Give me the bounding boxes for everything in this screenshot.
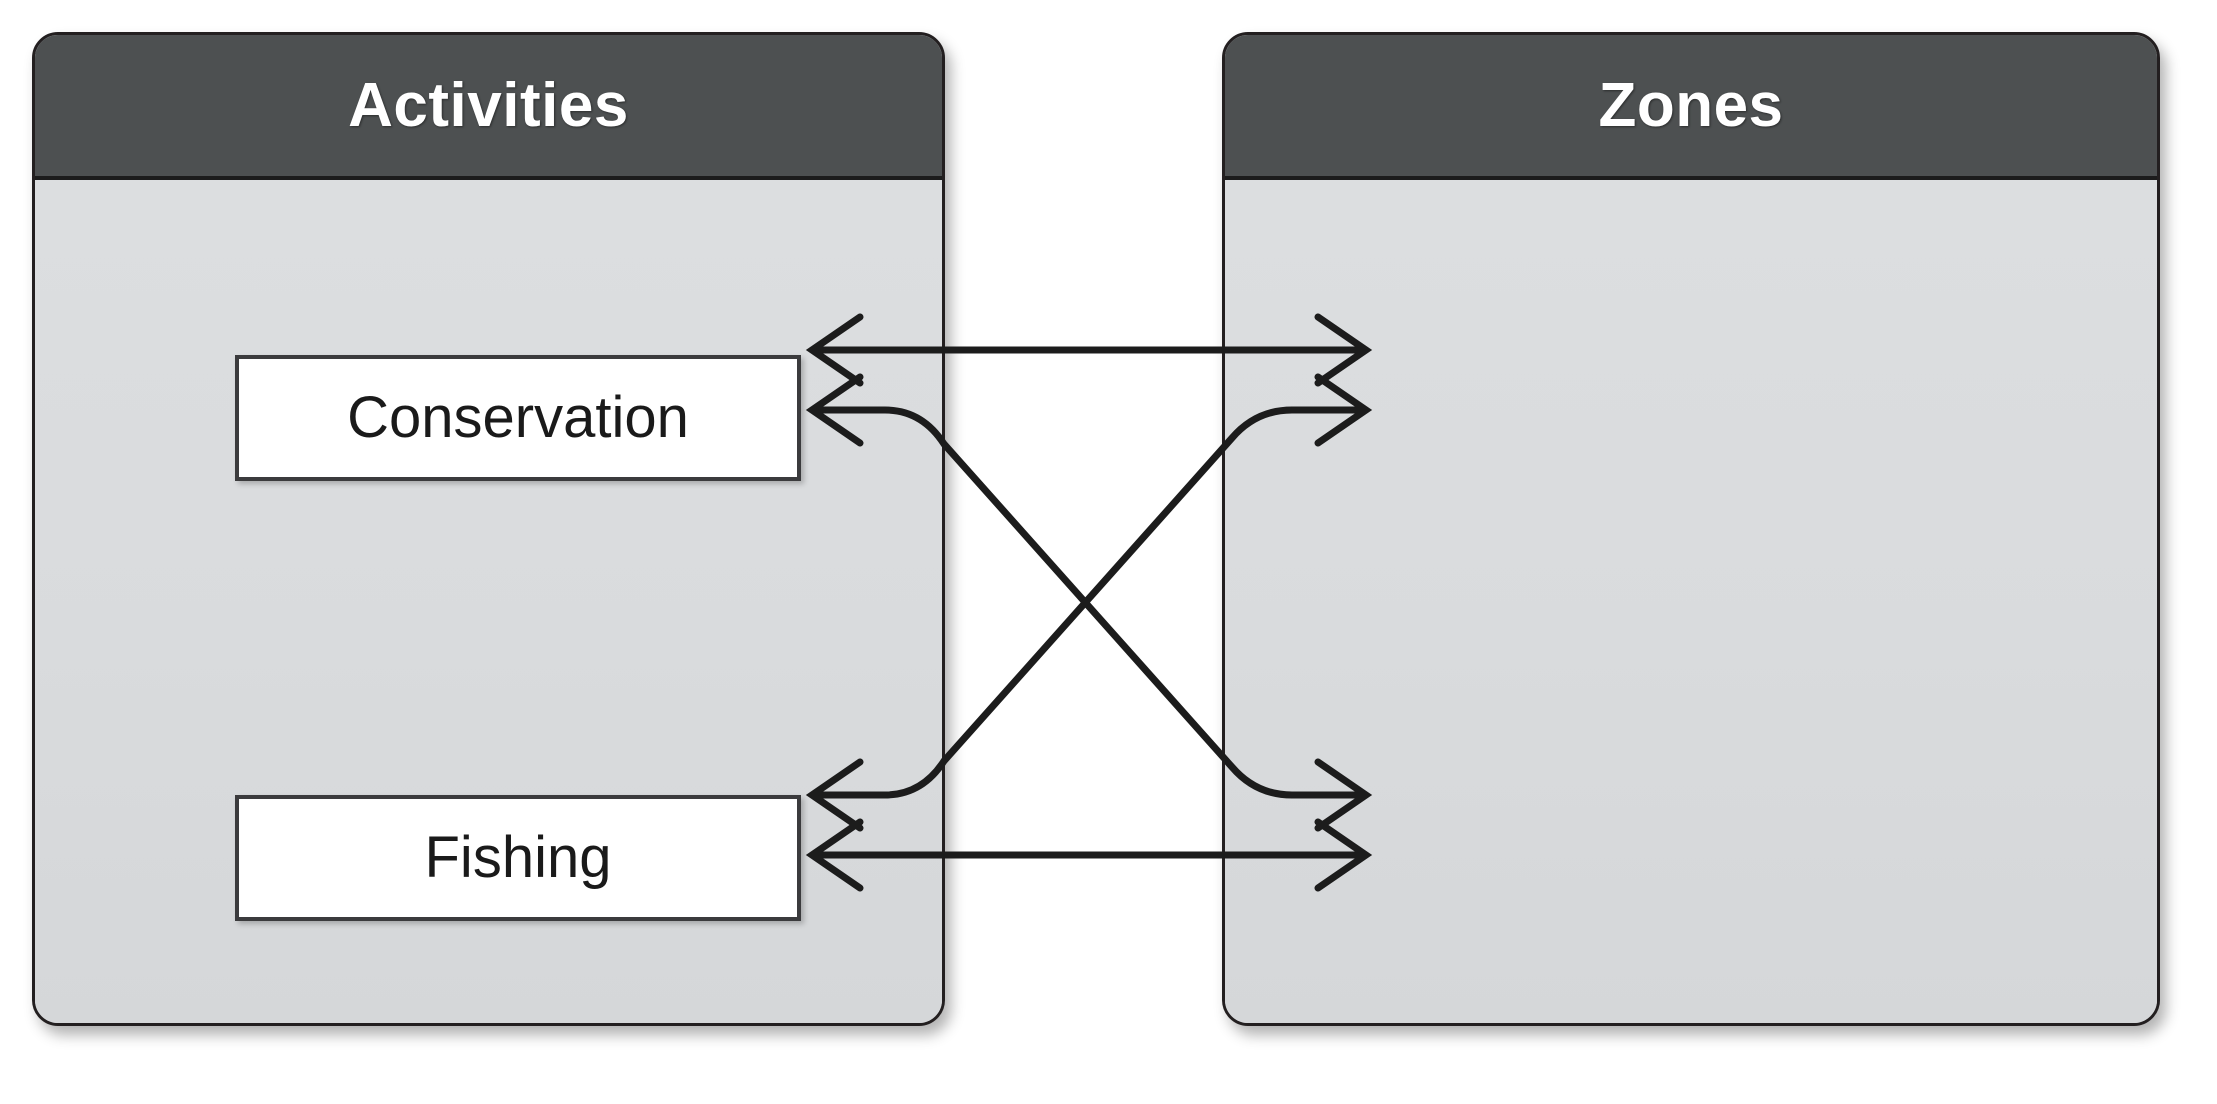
panel-zones-header: Zones (1225, 35, 2157, 180)
item-box-fishing[interactable]: Fishing (235, 795, 801, 921)
panel-activities: Activities Conservation Fishing (32, 32, 945, 1026)
panel-zones-body (1225, 180, 2157, 1023)
panel-zones: Zones GU-03a GU-03b (1222, 32, 2160, 1026)
panel-activities-header: Activities (35, 35, 942, 180)
item-label-conservation: Conservation (347, 385, 689, 450)
panel-zones-title: Zones (1598, 70, 1784, 140)
panel-activities-title: Activities (348, 70, 629, 140)
item-label-fishing: Fishing (424, 825, 612, 890)
item-box-conservation[interactable]: Conservation (235, 355, 801, 481)
